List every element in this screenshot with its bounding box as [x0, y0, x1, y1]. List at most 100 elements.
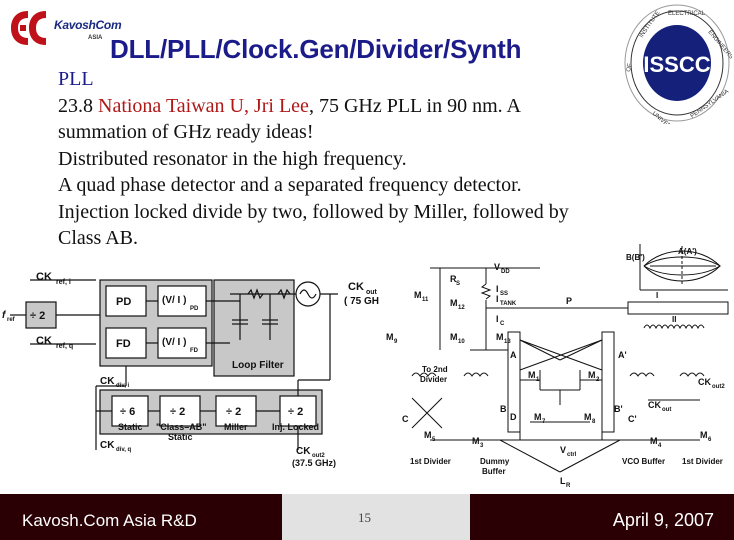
- slide-footer: Kavosh.Com Asia R&D 15 April 9, 2007: [0, 494, 734, 540]
- m10-label: M: [450, 332, 458, 342]
- ic-label: I: [496, 314, 499, 324]
- vi-fd-label: (V/ I ): [162, 337, 186, 348]
- dummy-label: Dummy: [480, 457, 510, 466]
- f-ref-sub: ref: [7, 317, 16, 323]
- m9-label: M: [386, 332, 394, 342]
- a-prime-label: A': [618, 350, 627, 360]
- iss-label: I: [496, 284, 499, 294]
- static-label: Static: [118, 422, 143, 432]
- ck-out2-freq: (37.5 GHz): [292, 458, 336, 468]
- svg-text:ELECTRICAL: ELECTRICAL: [668, 11, 706, 17]
- div2c-label: ÷ 2: [288, 406, 303, 418]
- ck-out-sub: out: [366, 289, 378, 296]
- inj-locked-label: Inj. Locked: [272, 422, 319, 432]
- pll-circuit-diagram: CK ref, i CK ref, q f ref ÷ 2 PD FD (V/ …: [2, 244, 729, 489]
- vctrl-sub: ctrl: [567, 452, 577, 458]
- c-label: C: [402, 414, 409, 424]
- itank-label: I: [496, 294, 499, 304]
- d-label: D: [510, 412, 517, 422]
- c-prime-label: C': [628, 414, 637, 424]
- ic-sub: C: [500, 321, 505, 327]
- ck-out-label: CK: [348, 281, 364, 293]
- page-number: 15: [358, 510, 371, 525]
- miller-label: Miller: [224, 422, 248, 432]
- m13-label: M: [496, 332, 504, 342]
- logo-mark-icon: [11, 11, 46, 45]
- vco-buffer-label: VCO Buffer: [622, 457, 665, 466]
- ck-out2-r-sub: out2: [712, 384, 725, 390]
- schematic-labels: V DD R S M 11 M 12 M 9 M 10 M 13 I SS I …: [386, 247, 725, 489]
- m1-label: M: [528, 370, 536, 380]
- footer-date: April 9, 2007: [612, 510, 714, 530]
- vdd-sub: DD: [501, 269, 510, 275]
- vco-schematic: [411, 244, 729, 473]
- ck-ref-i-sub: ref, i: [56, 279, 71, 286]
- m5-sub: 5: [432, 437, 436, 443]
- m1-sub: 1: [536, 377, 540, 383]
- m9-sub: 9: [394, 339, 398, 345]
- ck-div-i-label: CK: [100, 376, 115, 387]
- footer-left-block: Kavosh.Com Asia R&D: [0, 494, 282, 540]
- b-label: B: [500, 404, 507, 414]
- eye-a-label: A(A'): [678, 247, 697, 256]
- class-ab-label: "Class–AB": [156, 422, 207, 432]
- div2a-label: ÷ 2: [170, 406, 185, 418]
- m8-sub: 8: [592, 419, 596, 425]
- ck-out2-sub: out2: [312, 453, 325, 459]
- m7-label: M: [534, 412, 542, 422]
- paper-summary: , 75 GHz PLL in 90 nm. A: [308, 94, 521, 117]
- m11-sub: 11: [422, 297, 429, 303]
- m3-sub: 3: [480, 443, 484, 449]
- ck-div-q-label: CK: [100, 440, 115, 451]
- lr-sub: R: [566, 483, 571, 489]
- m7-sub: 7: [542, 419, 546, 425]
- div2b-label: ÷ 2: [226, 406, 241, 418]
- first-divider-right-label: 1st Divider: [682, 457, 723, 466]
- ck-out2-r-label: CK: [698, 377, 711, 387]
- body-line-3: Distributed resonator in the high freque…: [58, 147, 407, 170]
- vi-fd-sub: FD: [190, 348, 199, 354]
- body-line-5: Injection locked divide by two, followed…: [58, 200, 569, 223]
- ck-out-r-label: CK: [648, 400, 661, 410]
- section-heading: PLL: [58, 68, 94, 90]
- vi-pd-sub: PD: [190, 306, 199, 312]
- logo-subtext: ASIA: [88, 35, 103, 41]
- fd-label: FD: [116, 338, 131, 350]
- paper-authors: Nationa Taiwan U, Jri Lee: [98, 94, 309, 117]
- ck-out-freq: ( 75 GH: [344, 296, 379, 307]
- pll-block-diagram: [10, 279, 338, 450]
- m8-label: M: [584, 412, 592, 422]
- div6-label: ÷ 6: [120, 406, 135, 418]
- body-line-1: 23.8 Nationa Taiwan U, Jri Lee, 75 GHz P…: [58, 93, 688, 120]
- m2-label: M: [588, 370, 596, 380]
- ck-out-r-sub: out: [662, 407, 671, 413]
- ref-divider-label: ÷ 2: [30, 310, 45, 322]
- ck-div-q-sub: div, q: [116, 447, 132, 453]
- class-ab-static-label: Static: [168, 432, 193, 442]
- svg-text:OF: OF: [626, 63, 633, 73]
- buffer-label: Buffer: [482, 467, 506, 476]
- m12-sub: 12: [458, 305, 465, 311]
- body-line-6: Class AB.: [58, 227, 139, 249]
- loop-filter-label: Loop Filter: [232, 360, 284, 371]
- company-logo: KavoshCom ASIA: [8, 8, 122, 50]
- logo-wordmark: KavoshCom: [54, 18, 122, 32]
- b-prime-label: B': [614, 404, 623, 414]
- footer-right-block: April 9, 2007: [470, 494, 734, 540]
- eye-i-label: I: [656, 291, 658, 300]
- m6-label: M: [700, 430, 708, 440]
- p-label: P: [566, 296, 572, 306]
- divider-label: Divider: [420, 375, 447, 384]
- slide-body: PLL 23.8 Nationa Taiwan U, Jri Lee, 75 G…: [58, 66, 688, 252]
- to-2nd-label: To 2nd: [422, 365, 448, 374]
- first-divider-left-label: 1st Divider: [410, 457, 451, 466]
- vctrl-label: V: [560, 445, 566, 455]
- itank-sub: TANK: [500, 301, 517, 307]
- paper-ref: 23.8: [58, 94, 93, 117]
- m13-sub: 13: [504, 339, 511, 345]
- m10-sub: 10: [458, 339, 465, 345]
- slide-title: DLL/PLL/Clock.Gen/Divider/Synth: [110, 34, 522, 64]
- m6-sub: 6: [708, 437, 712, 443]
- ck-ref-q-label: CK: [36, 335, 52, 347]
- ck-ref-i-label: CK: [36, 271, 52, 283]
